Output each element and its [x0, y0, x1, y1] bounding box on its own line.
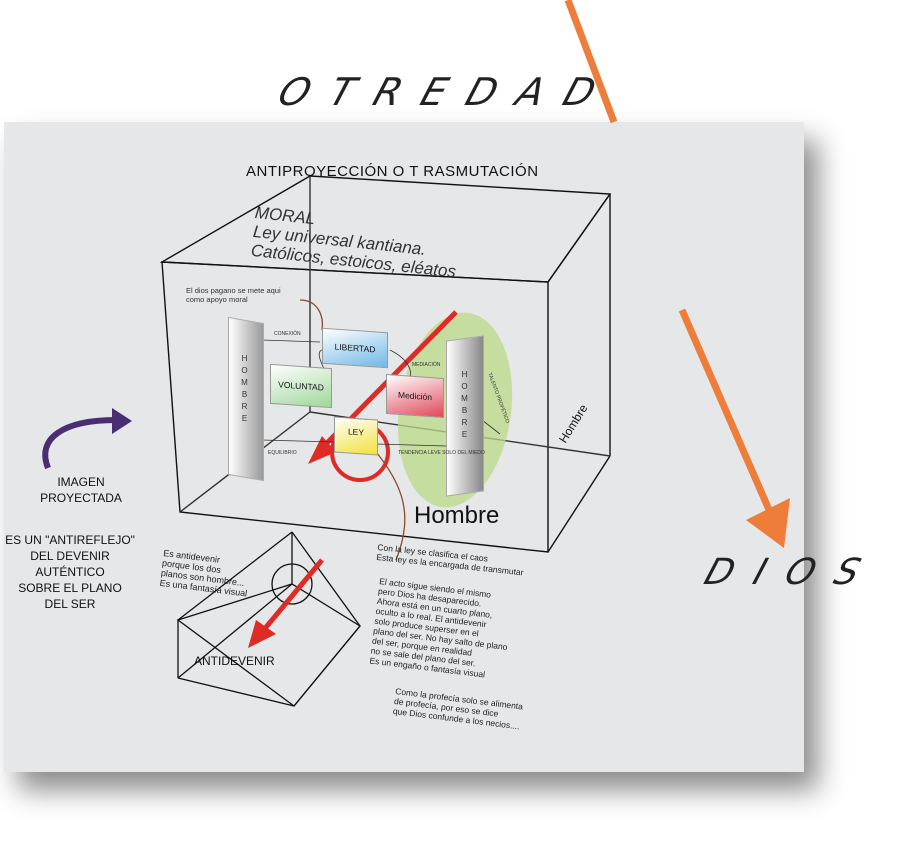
- big-cube: [159, 175, 612, 553]
- imagen-proyectada-label: IMAGEN PROYECTADA: [40, 475, 122, 505]
- pillar-left-label: HOMBRE: [240, 354, 249, 426]
- orange-arrows: [564, 0, 790, 548]
- box-ley: LEY: [334, 416, 378, 456]
- box-voluntad: VOLUNTAD: [270, 363, 332, 409]
- box-libertad: LIBERTAD: [322, 327, 388, 369]
- box-medicion: Medición: [386, 373, 444, 419]
- hombre-label: Hombre: [414, 502, 500, 529]
- diagram-title: ANTIPROYECCIÓN O T RASMUTACIÓN: [246, 163, 539, 180]
- pagano-note: El dios pagano se mete aqui como apoyo m…: [186, 286, 281, 304]
- purple-arrow: [42, 417, 117, 470]
- label-sujeto: TENDENCIA LEVE SOLO DEL MIEDO: [398, 450, 485, 456]
- pillar-right-label: HOMBRE: [460, 370, 469, 442]
- antireflejo-text: ES UN "ANTIREFLEJO" DEL DEVENIR AUTÉNTIC…: [5, 533, 135, 611]
- label-mediacion: MEDIACIÓN: [412, 362, 441, 368]
- label-conexion: CONEXIÓN: [274, 331, 301, 337]
- label-equilibrio: EQUILIBRIO: [268, 450, 297, 456]
- flow-arrows: [261, 339, 501, 447]
- dios-label: DIOS: [699, 552, 887, 593]
- otredad-label: OTREDAD: [272, 70, 623, 114]
- small-cube: [176, 531, 361, 707]
- antidevenir-label: ANTIDEVENIR: [194, 654, 275, 668]
